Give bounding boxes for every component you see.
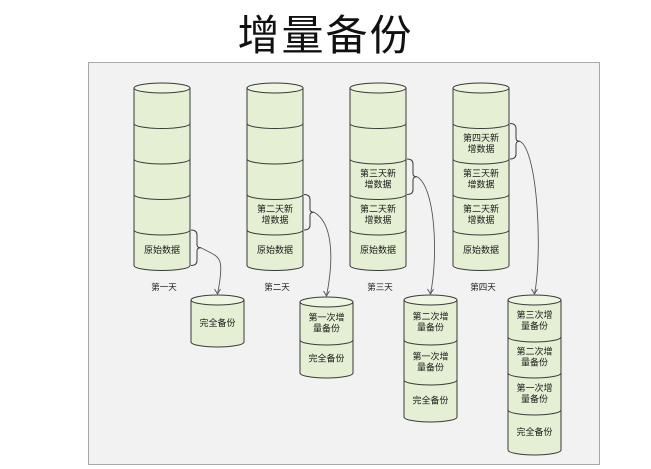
connector-arrow xyxy=(313,211,332,297)
day-stack-4-divider xyxy=(452,194,510,200)
day-stack-2-divider xyxy=(246,229,304,236)
day-stack-4-divider xyxy=(452,158,510,165)
backup-stack-3-divider xyxy=(403,339,458,346)
backup-stack-3-cell-label: 第一次增量备份 xyxy=(412,351,448,374)
backup-stack-4-cell-label: 第三次增量备份 xyxy=(516,309,552,332)
day-stack-1-divider xyxy=(133,158,191,165)
connector-arrow xyxy=(416,176,436,295)
day-stack-1-divider xyxy=(133,194,191,200)
brace xyxy=(190,229,202,266)
arrowhead xyxy=(214,288,221,295)
backup-stack-4-divider xyxy=(507,372,562,379)
backup-stack-1-body xyxy=(190,299,245,348)
backup-stack-2-divider xyxy=(299,339,354,346)
day-stack-4-divider xyxy=(452,123,510,129)
arrowhead xyxy=(427,288,434,295)
day-stack-4-cell-label: 原始数据 xyxy=(463,244,499,256)
day-label: 第四天 xyxy=(470,282,496,293)
day-stack-4-top xyxy=(452,82,510,94)
day-stack-2-divider xyxy=(246,158,304,165)
backup-stack-1-cell-label: 完全备份 xyxy=(199,317,235,329)
day-stack-3-body xyxy=(349,87,407,271)
arrowhead xyxy=(323,290,330,297)
backup-stack-4-divider xyxy=(507,336,562,343)
backup-stack-4-cell-label: 完全备份 xyxy=(516,426,552,438)
day-stack-3-cell-label: 原始数据 xyxy=(360,244,396,256)
backup-stack-3-cell-label: 第二次增量备份 xyxy=(412,311,448,334)
day-stack-3-divider xyxy=(349,229,407,236)
backup-stack-4-top xyxy=(507,294,562,306)
day-stack-2-divider xyxy=(246,123,304,129)
day-stack-4-divider xyxy=(452,229,510,236)
day-label: 第一天 xyxy=(151,282,177,293)
day-stack-3-divider xyxy=(349,123,407,129)
day-stack-1-top xyxy=(133,82,191,94)
day-stack-4-cell-label: 第四天新增数据 xyxy=(463,132,499,155)
backup-stack-4-divider xyxy=(507,409,562,416)
day-stack-1-cell-label: 原始数据 xyxy=(144,244,180,256)
day-stack-1-body xyxy=(133,87,191,271)
backup-stack-2-cell-label: 第一次增量备份 xyxy=(308,312,344,335)
backup-stack-2-body xyxy=(299,301,354,379)
day-stack-3-divider xyxy=(349,194,407,200)
day-stack-2-cell-label: 第二天新增数据 xyxy=(257,203,293,226)
backup-stack-2-top xyxy=(299,296,354,308)
backup-stack-2-cell-label: 完全备份 xyxy=(308,353,344,365)
day-stack-4-body xyxy=(452,87,510,271)
day-stack-2-cell-label: 原始数据 xyxy=(257,244,293,256)
day-stack-4-cell-label: 第二天新增数据 xyxy=(463,203,499,226)
day-stack-3-divider xyxy=(349,158,407,165)
backup-stack-3-top xyxy=(403,294,458,306)
day-label: 第三天 xyxy=(367,282,393,293)
day-stack-3-cell-label: 第二天新增数据 xyxy=(360,203,396,226)
day-stack-3-cell-label: 第三天新增数据 xyxy=(360,167,396,190)
day-label: 第二天 xyxy=(264,282,290,293)
backup-stack-1-top xyxy=(190,294,245,306)
backup-stack-3-cell-label: 完全备份 xyxy=(412,395,448,407)
day-stack-1-divider xyxy=(133,123,191,129)
backup-stack-4-cell-label: 第二次增量备份 xyxy=(516,346,552,369)
arrowhead xyxy=(531,288,538,295)
brace xyxy=(303,194,315,231)
brace xyxy=(406,158,418,195)
day-stack-2-body xyxy=(246,87,304,271)
day-stack-4-cell-label: 第三天新增数据 xyxy=(463,167,499,190)
backup-stack-3-body xyxy=(403,299,458,423)
diagram-title: 增量备份 xyxy=(237,11,414,60)
day-stack-2-top xyxy=(246,82,304,94)
day-stack-2-divider xyxy=(246,194,304,200)
brace xyxy=(509,123,521,160)
backup-stack-3-divider xyxy=(403,379,458,386)
day-stack-3-top xyxy=(349,82,407,94)
backup-stack-4-cell-label: 第一次增量备份 xyxy=(516,382,552,405)
day-stack-1-divider xyxy=(133,229,191,236)
connector-arrow xyxy=(200,247,222,295)
connector-arrow xyxy=(519,140,539,295)
